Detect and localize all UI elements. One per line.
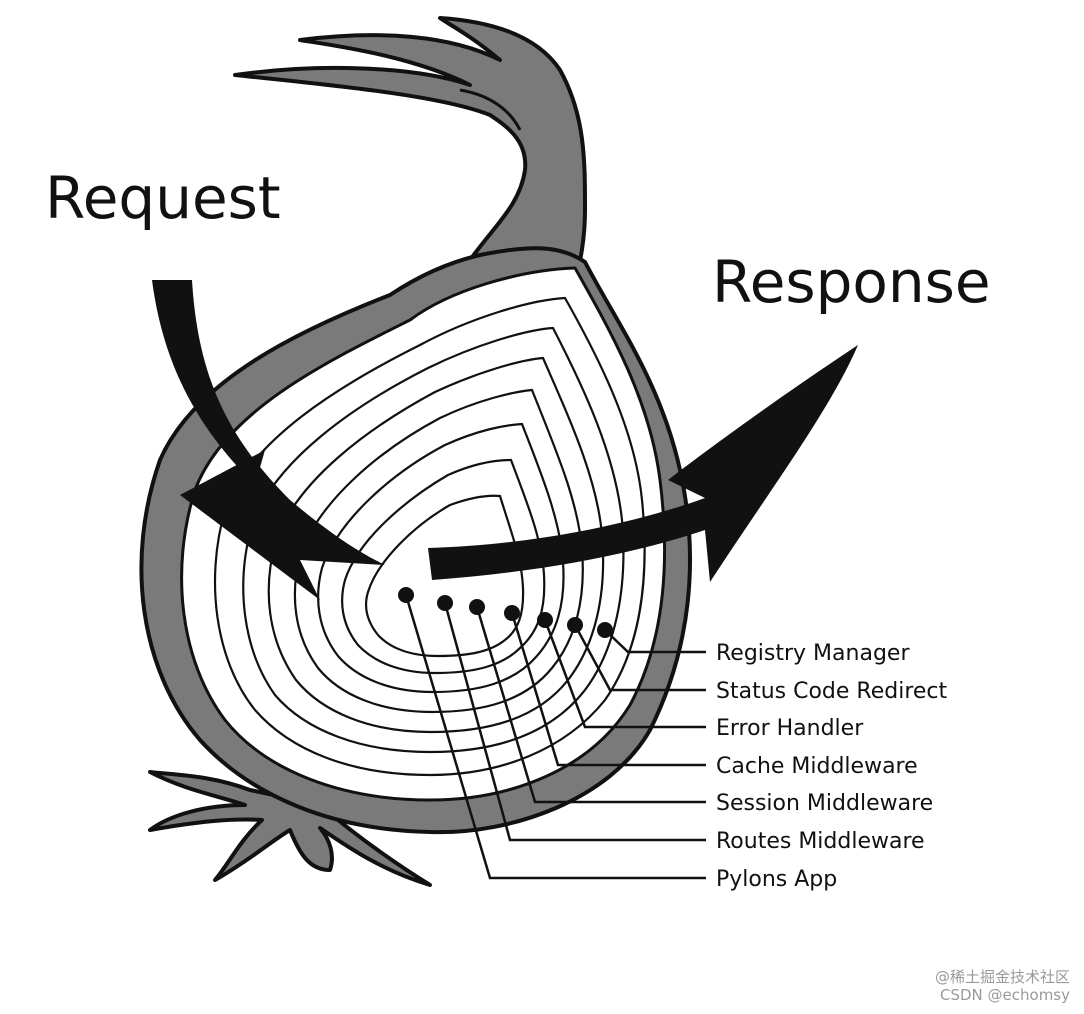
layer-label-pylons-app: Pylons App: [716, 867, 837, 892]
dot-error-handler: [537, 612, 553, 628]
dot-session-middleware: [469, 599, 485, 615]
request-label: Request: [45, 164, 281, 232]
onion-roots: [148, 770, 432, 887]
response-label: Response: [712, 248, 991, 316]
dot-routes-middleware: [437, 595, 453, 611]
layer-label-registry-manager: Registry Manager: [716, 641, 910, 666]
onion-stem: [233, 16, 587, 287]
layer-label-routes-middleware: Routes Middleware: [716, 829, 925, 854]
dot-registry-manager: [597, 622, 613, 638]
dot-cache-middleware: [504, 605, 520, 621]
watermark-line-2: CSDN @echomsy: [940, 986, 1070, 1004]
watermark-line-1: @稀土掘金技术社区: [934, 968, 1070, 986]
layer-label-cache-middleware: Cache Middleware: [716, 754, 918, 779]
layer-label-session-middleware: Session Middleware: [716, 791, 933, 816]
layer-label-error-handler: Error Handler: [716, 716, 864, 741]
request-arrow: [152, 280, 385, 600]
layer-label-status-code-redirect: Status Code Redirect: [716, 679, 948, 704]
layer-labels: Registry Manager Status Code Redirect Er…: [716, 641, 948, 892]
dot-pylons-app: [398, 587, 414, 603]
dot-status-code-redirect: [567, 617, 583, 633]
layer-dots: [398, 587, 613, 638]
response-arrow: [428, 345, 858, 582]
leader-lines: [404, 594, 706, 880]
